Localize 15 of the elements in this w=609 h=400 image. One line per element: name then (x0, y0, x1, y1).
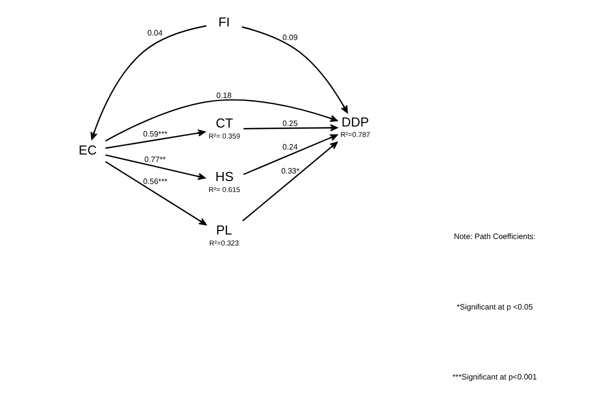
arrow (241, 26, 348, 113)
arrow (104, 154, 206, 180)
arrow (242, 134, 338, 175)
arrow (104, 128, 206, 148)
node-text: CT (215, 115, 233, 130)
node-text: EC (78, 142, 96, 157)
arrow (104, 98, 338, 142)
node-text: PL (216, 222, 232, 237)
arrow (104, 160, 206, 225)
arrow (90, 24, 206, 140)
node-text: HS (214, 168, 234, 184)
node-text: FI (218, 14, 230, 30)
node-text: DDP (340, 114, 368, 129)
arrow (243, 124, 338, 131)
arrow (242, 141, 338, 221)
